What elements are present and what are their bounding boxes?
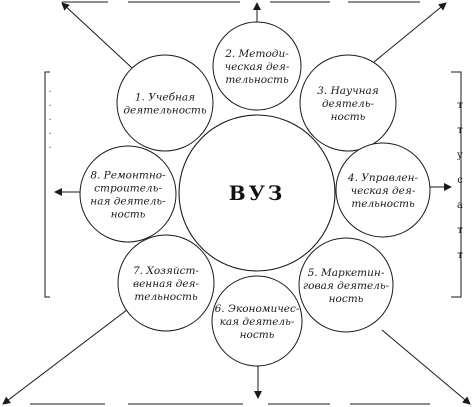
hub: ВУЗ (178, 114, 336, 272)
activity-label-line: ность (240, 329, 275, 341)
activity-label-line: кая деятель- (220, 316, 295, 328)
activity-bubble-4: 4. Управлен-ческая дея-тельность (335, 142, 431, 238)
arrow-bottom-right (381, 329, 471, 405)
activity-circle-2 (212, 21, 302, 111)
right-rail-letter: т (457, 125, 463, 136)
activity-circle-3 (299, 54, 397, 152)
right-rail-letter: т (457, 250, 463, 261)
activity-label-line: 6. Экономичес- (215, 303, 300, 315)
activity-label-line: ность (111, 209, 146, 221)
activity-bubble-8: 8. Ремонтно-строитель-ная деятель-ность (79, 145, 177, 243)
activity-circle-6 (211, 275, 303, 367)
right-rail-letter: у (457, 150, 463, 161)
activity-label-line: 4. Управлен- (347, 172, 419, 184)
left-rail-mark: . (48, 112, 51, 123)
activity-label-line: тельность (351, 198, 415, 210)
activity-label-line: ность (331, 111, 366, 123)
activity-label-line: говая деятель- (303, 280, 390, 292)
activity-circle-1 (116, 54, 214, 152)
right-rail: т т у с а т т (451, 71, 463, 298)
activity-label-line: деятель- (322, 98, 374, 110)
activity-circle-8 (79, 145, 177, 243)
arrow-top-left (61, 2, 146, 81)
activity-label-line: тельность (225, 74, 289, 86)
activity-label-line: венная дея- (133, 278, 200, 290)
arrow-bottom-left (2, 299, 141, 405)
activity-label-line: тельность (134, 291, 198, 303)
right-rail-letter: с (457, 175, 463, 186)
left-rail: ..... (44, 71, 52, 298)
activity-circle-5 (298, 237, 394, 333)
arrow-top-right (373, 2, 447, 63)
activity-label-line: ность (329, 293, 364, 305)
activity-circle-7 (117, 234, 215, 332)
left-rail-mark: . (48, 84, 51, 95)
activity-label-line: ческая дея- (351, 185, 416, 197)
activity-label-line: 8. Ремонтно- (90, 170, 166, 182)
activity-label-line: 3. Научная (317, 85, 379, 97)
activity-label-line: ная деятель- (90, 196, 166, 208)
activity-label-line: 1. Учебная (135, 92, 195, 104)
activity-bubble-2: 2. Методи-ческая дея-тельность (212, 21, 302, 111)
activity-label-line: строитель- (94, 183, 162, 195)
left-rail-mark: . (48, 140, 51, 151)
activity-label-line: 7. Хозяйст- (133, 265, 199, 277)
activity-label-line: 2. Методи- (224, 48, 289, 60)
activity-bubble-6: 6. Экономичес-кая деятель-ность (211, 275, 303, 367)
activity-label-line: ческая дея- (225, 61, 290, 73)
activity-label-line: 5. Маркетин- (308, 267, 385, 279)
activity-circle-4 (335, 142, 431, 238)
left-rail-mark: . (48, 126, 51, 137)
right-rail-letter: т (457, 225, 463, 236)
right-rail-letter: т (457, 100, 463, 111)
activity-bubble-7: 7. Хозяйст-венная дея-тельность (117, 234, 215, 332)
hub-circle (178, 114, 336, 272)
left-rail-mark: . (48, 98, 51, 109)
activity-bubble-5: 5. Маркетин-говая деятель-ность (298, 237, 394, 333)
hub-label: ВУЗ (229, 181, 286, 205)
right-rail-letter: а (457, 200, 463, 211)
activity-label-line: деятельность (123, 105, 206, 117)
